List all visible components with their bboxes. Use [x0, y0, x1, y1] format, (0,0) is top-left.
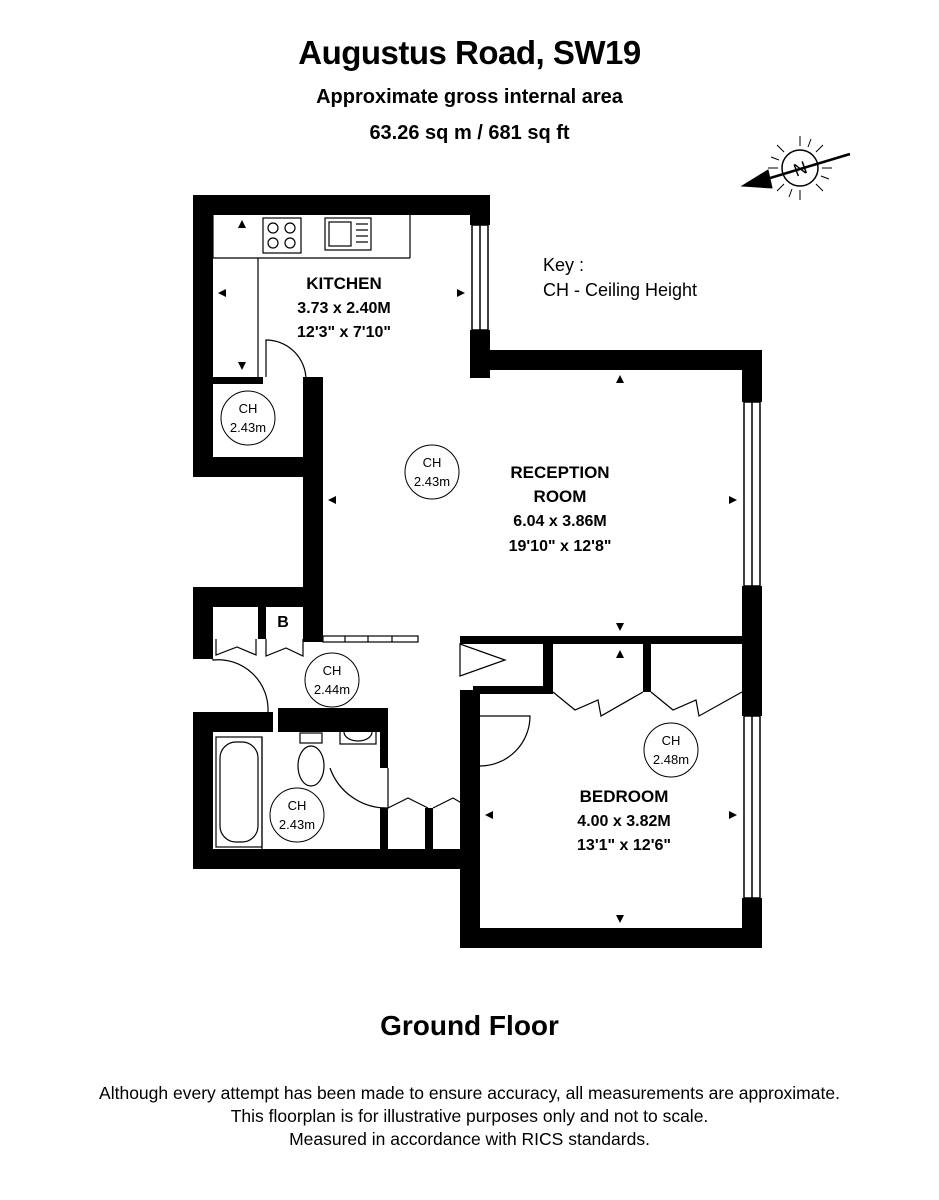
ch-label: CH — [239, 401, 258, 416]
plan-title: Augustus Road, SW19 — [298, 34, 641, 71]
radiator — [322, 635, 419, 643]
dimension-arrows — [218, 220, 737, 923]
boiler-label: B — [277, 614, 289, 631]
ch-value-bedroom: 2.48m — [653, 752, 689, 767]
bedroom-imperial: 13'1" x 12'6" — [577, 837, 671, 854]
kitchen-fittings — [212, 215, 411, 377]
kitchen-metric: 3.73 x 2.40M — [297, 300, 390, 317]
compass-label: N — [791, 157, 810, 180]
key-title: Key : — [543, 255, 584, 275]
ch-value-cupboard: 2.43m — [230, 420, 266, 435]
ch-label: CH — [423, 455, 442, 470]
ch-value-reception: 2.43m — [414, 474, 450, 489]
disclaimer-line-3: Measured in accordance with RICS standar… — [289, 1129, 650, 1149]
reception-name-line2: ROOM — [534, 487, 587, 506]
ceiling-height-markers — [220, 390, 699, 843]
windows — [471, 224, 761, 899]
ch-value-hall: 2.44m — [314, 682, 350, 697]
kitchen-imperial: 12'3" x 7'10" — [297, 324, 391, 341]
bathroom-fittings — [215, 719, 377, 849]
reception-metric: 6.04 x 3.86M — [513, 513, 606, 530]
bedroom-metric: 4.00 x 3.82M — [577, 813, 670, 830]
ch-label: CH — [323, 663, 342, 678]
reception-imperial: 19'10" x 12'8" — [509, 538, 612, 555]
plan-area: 63.26 sq m / 681 sq ft — [369, 122, 570, 144]
ch-label: CH — [288, 798, 307, 813]
disclaimer-line-2: This floorplan is for illustrative purpo… — [230, 1106, 709, 1126]
north-arrow-icon — [740, 136, 851, 200]
key-entry: CH - Ceiling Height — [543, 280, 697, 300]
doors — [212, 339, 743, 809]
disclaimer-line-1: Although every attempt has been made to … — [99, 1083, 840, 1103]
kitchen-name: KITCHEN — [306, 274, 382, 293]
walls — [193, 195, 762, 948]
reception-name-line1: RECEPTION — [510, 463, 609, 482]
ch-label: CH — [662, 733, 681, 748]
bedroom-name: BEDROOM — [580, 787, 669, 806]
floor-label: Ground Floor — [380, 1010, 559, 1041]
plan-subtitle: Approximate gross internal area — [316, 86, 623, 108]
ch-value-bathroom: 2.43m — [279, 817, 315, 832]
